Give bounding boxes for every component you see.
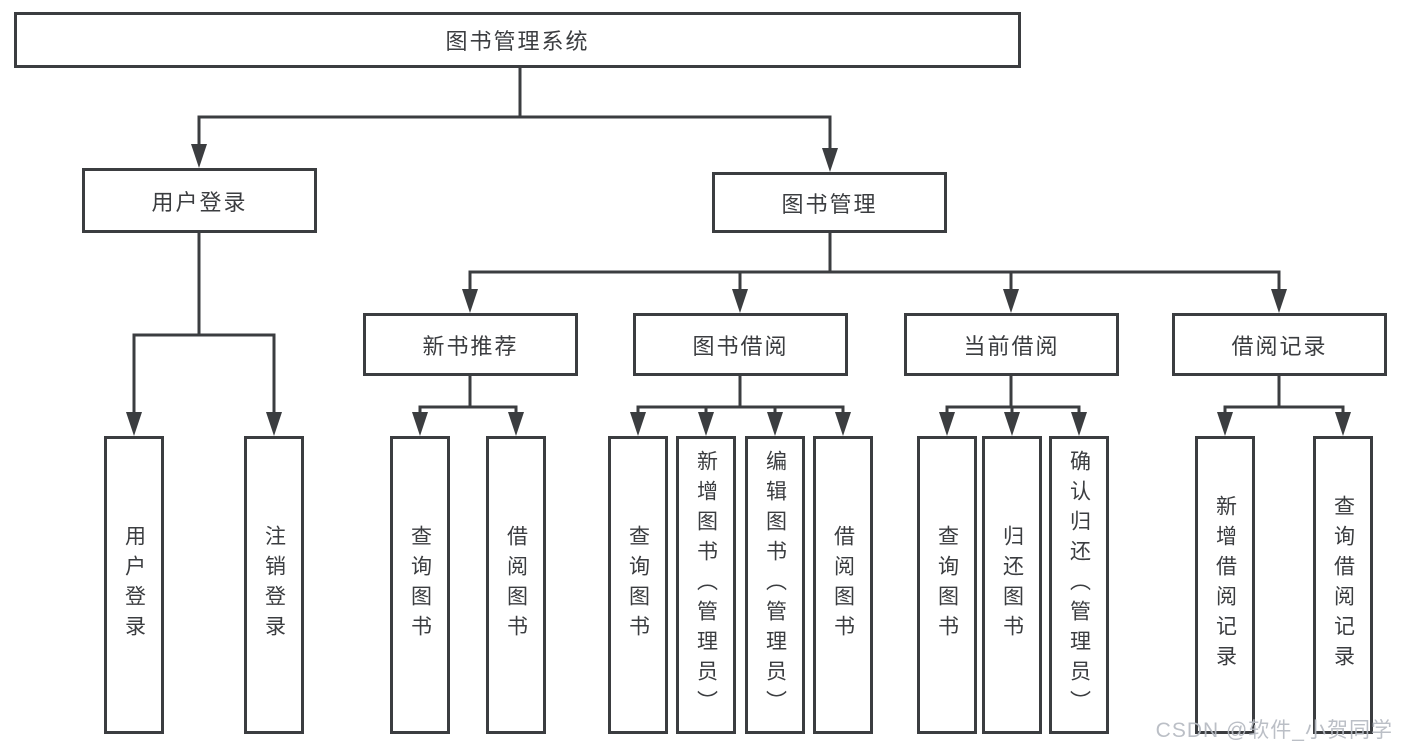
node-label: 当前借阅 [963, 333, 1060, 359]
node-label: 图书管理系统 [445, 29, 590, 54]
node-user-login: 用户登录 [82, 168, 317, 233]
connector-arrowheads [126, 144, 1351, 436]
arrowhead [1335, 412, 1351, 436]
leaf-borrow-borrow-books: 借阅图书 [813, 436, 873, 734]
node-book-borrow: 图书借阅 [633, 313, 848, 376]
leaf-current-confirm-return-admin: 确认归还（管理员） [1049, 436, 1109, 734]
arrowhead [822, 148, 838, 172]
leaf-label: 借阅图书 [504, 525, 528, 645]
leaf-logout-login: 注销登录 [244, 436, 304, 734]
node-borrow-records: 借阅记录 [1172, 313, 1387, 376]
leaf-current-query-books: 查询图书 [917, 436, 977, 734]
arrowhead [412, 412, 428, 436]
arrowhead [266, 412, 282, 436]
leaf-label: 查询借阅记录 [1331, 495, 1355, 675]
leaf-records-add-record: 新增借阅记录 [1195, 436, 1255, 734]
leaf-borrow-query-books: 查询图书 [608, 436, 668, 734]
leaf-label: 查询图书 [935, 525, 959, 645]
watermark: CSDN @软件_小贺同学 [1155, 719, 1393, 742]
leaf-label: 借阅图书 [831, 525, 855, 645]
arrowhead [939, 412, 955, 436]
leaf-label: 用户登录 [122, 525, 146, 645]
arrowhead [191, 144, 207, 168]
arrowhead [508, 412, 524, 436]
leaf-current-return-books: 归还图书 [982, 436, 1042, 734]
leaf-user-login: 用户登录 [104, 436, 164, 734]
leaf-label: 确认归还（管理员） [1067, 450, 1091, 720]
leaf-borrow-add-books-admin: 新增图书（管理员） [676, 436, 736, 734]
leaf-label: 新增借阅记录 [1213, 495, 1237, 675]
arrowhead [1217, 412, 1233, 436]
node-new-book-recommend: 新书推荐 [363, 313, 578, 376]
arrowhead [1004, 412, 1020, 436]
leaf-label: 编辑图书（管理员） [763, 450, 787, 720]
node-label: 图书借阅 [692, 333, 789, 359]
leaf-new-borrow-books: 借阅图书 [486, 436, 546, 734]
arrowhead [126, 412, 142, 436]
arrowhead [698, 412, 714, 436]
node-label: 图书管理 [781, 191, 878, 217]
arrowhead [767, 412, 783, 436]
arrowhead [835, 412, 851, 436]
leaf-label: 注销登录 [262, 525, 286, 645]
node-root-system: 图书管理系统 [14, 12, 1021, 68]
node-label: 借阅记录 [1231, 333, 1328, 359]
leaf-new-query-books: 查询图书 [390, 436, 450, 734]
node-label: 新书推荐 [422, 333, 519, 359]
leaf-borrow-edit-books-admin: 编辑图书（管理员） [745, 436, 805, 734]
arrowhead [732, 289, 748, 313]
leaf-label: 归还图书 [1000, 525, 1024, 645]
arrowhead [462, 289, 478, 313]
arrowhead [1003, 289, 1019, 313]
arrowhead [1271, 289, 1287, 313]
leaf-label: 查询图书 [626, 525, 650, 645]
node-book-management: 图书管理 [712, 172, 947, 233]
leaf-label: 查询图书 [408, 525, 432, 645]
leaf-label: 新增图书（管理员） [694, 450, 718, 720]
arrowhead [1071, 412, 1087, 436]
leaf-records-query-record: 查询借阅记录 [1313, 436, 1373, 734]
node-label: 用户登录 [151, 189, 248, 215]
node-current-borrow: 当前借阅 [904, 313, 1119, 376]
arrowhead [630, 412, 646, 436]
